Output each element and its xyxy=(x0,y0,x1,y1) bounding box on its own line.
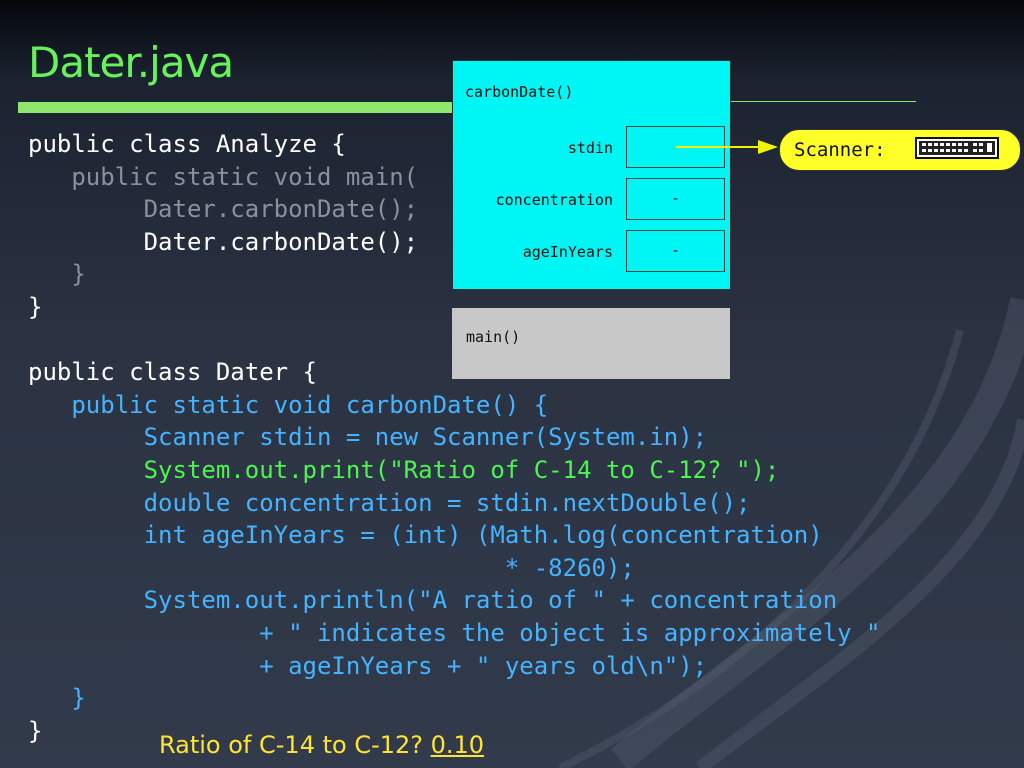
variable-name-stdin: stdin xyxy=(567,139,613,157)
variable-box-concentration: - xyxy=(626,178,725,220)
variable-box-stdin xyxy=(626,126,725,168)
code-line: double concentration = stdin.nextDouble(… xyxy=(28,488,751,517)
code-line: } xyxy=(28,292,43,321)
code-line: + ageInYears + " years old\n"); xyxy=(28,651,708,680)
title-underline xyxy=(18,102,518,113)
code-line: System.out.println("A ratio of " + conce… xyxy=(28,586,838,615)
code-line-current: Dater.carbonDate(); xyxy=(28,227,419,256)
scanner-label: Scanner: xyxy=(794,139,886,161)
carbon-date-frame: carbonDate() stdin concentration - ageIn… xyxy=(452,60,731,290)
code-line: Dater.carbonDate(); xyxy=(28,195,419,224)
code-line: + " indicates the object is approximatel… xyxy=(28,618,881,647)
slide-title: Dater.java xyxy=(28,38,234,87)
code-line: } xyxy=(28,260,86,289)
console-output: Ratio of C-14 to C-12? 0.10 xyxy=(159,731,484,759)
console-prompt: Ratio of C-14 to C-12? xyxy=(159,731,431,759)
main-frame: main() xyxy=(451,307,731,380)
code-line: Scanner stdin = new Scanner(System.in); xyxy=(28,423,708,452)
code-line: int ageInYears = (int) (Math.log(concent… xyxy=(28,521,823,550)
code-line: public static void carbonDate() { xyxy=(28,390,549,419)
console-input: 0.10 xyxy=(430,731,485,759)
variable-box-age-in-years: - xyxy=(626,230,725,272)
code-listing: public class Analyze { public static voi… xyxy=(28,128,881,747)
variable-name-concentration: concentration xyxy=(495,191,613,209)
code-line: public static void main( xyxy=(28,162,419,191)
code-line: * -8260); xyxy=(28,553,635,582)
code-line: public class Dater { xyxy=(28,358,317,387)
keyboard-icon xyxy=(915,137,999,159)
code-line-current: System.out.print("Ratio of C-14 to C-12?… xyxy=(28,455,780,484)
scanner-object: Scanner: xyxy=(779,129,1021,171)
code-line: public class Analyze { xyxy=(28,130,346,158)
code-line: } xyxy=(28,684,86,713)
frame-label: carbonDate() xyxy=(465,83,574,101)
variable-name-age-in-years: ageInYears xyxy=(522,243,613,261)
code-line: } xyxy=(28,716,43,745)
frame-label: main() xyxy=(466,328,521,346)
